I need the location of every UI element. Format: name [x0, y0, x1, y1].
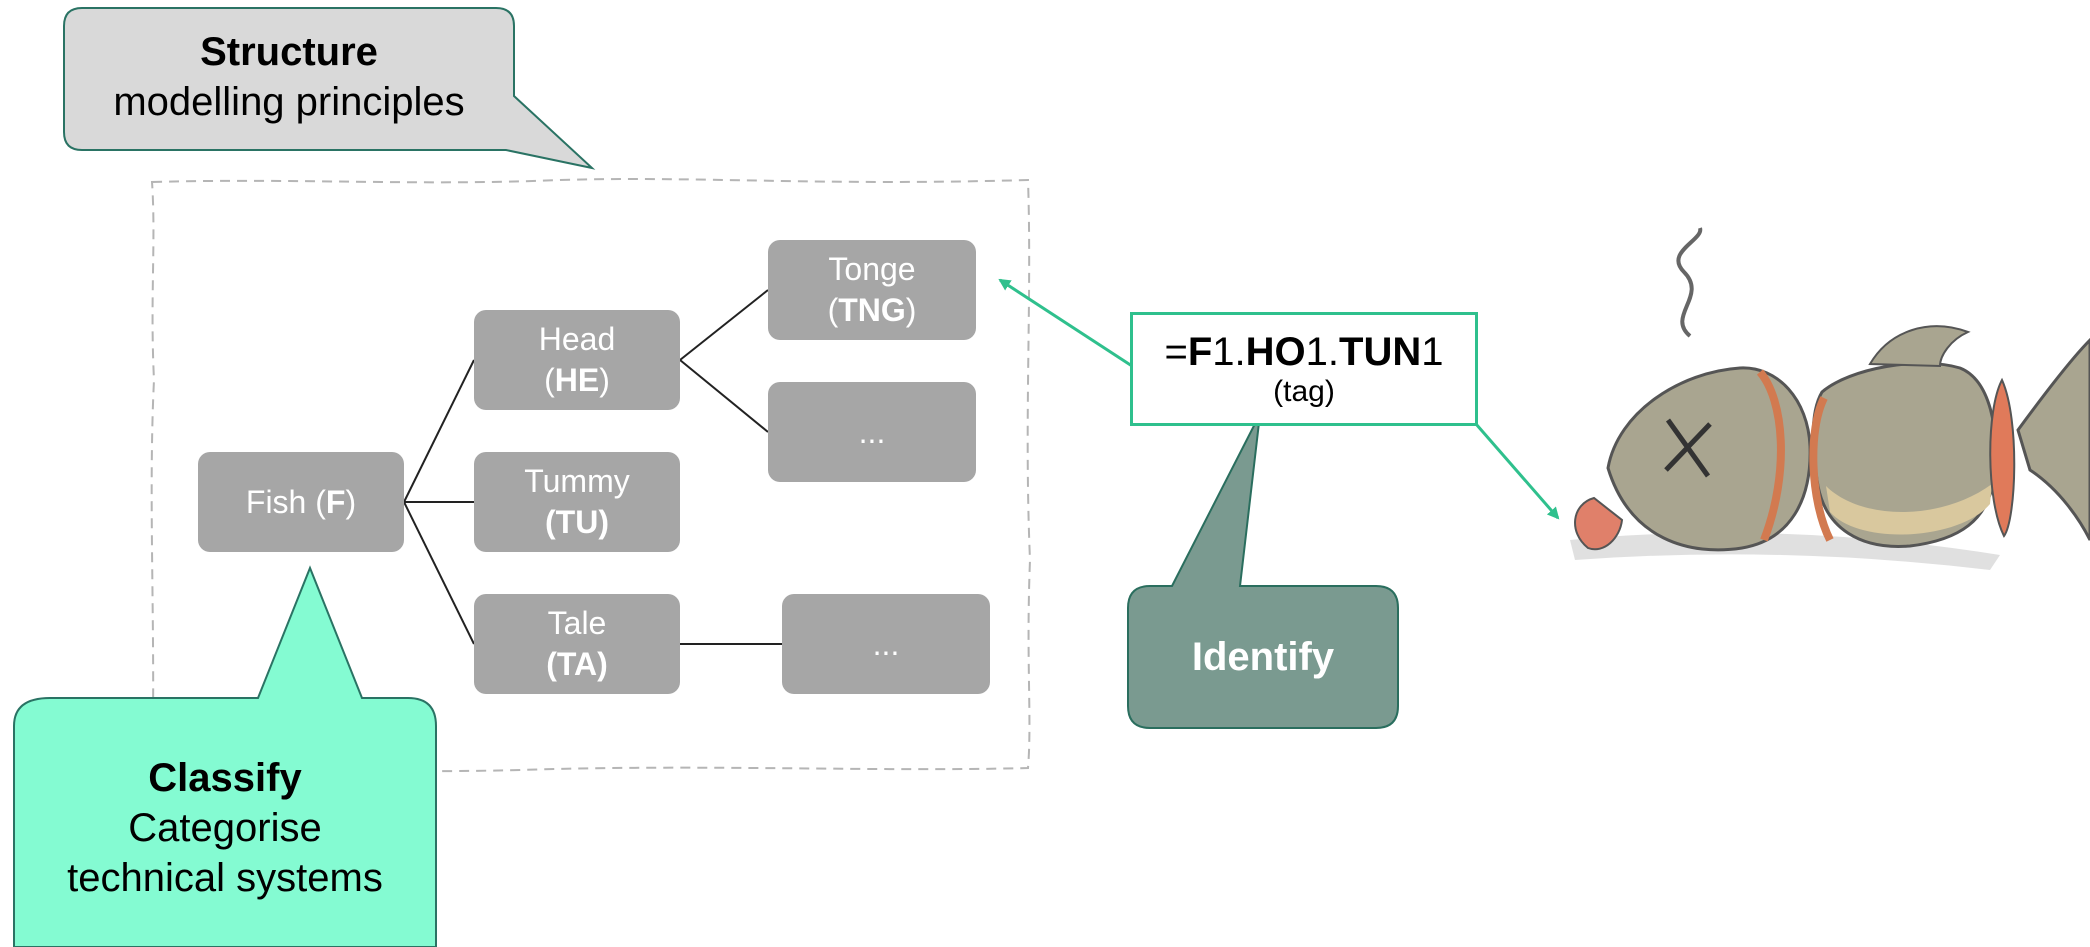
tag-number-1: 1. — [1212, 330, 1246, 374]
structure-callout-shape — [63, 7, 596, 170]
fish-illustration — [1570, 227, 2090, 570]
node-tonge-name: Tonge — [828, 251, 916, 287]
tag-code: =F1.HO1.TUN1 — [1165, 329, 1444, 375]
tag-label: (tag) — [1273, 375, 1335, 408]
node-fish-close: ) — [345, 483, 357, 520]
classify-line1: Categorise — [128, 806, 322, 850]
node-tonge: Tonge (TNG) — [768, 240, 976, 340]
node-tale-name: Tale — [547, 605, 607, 641]
classify-callout-shape — [13, 565, 437, 947]
classify-line2: technical systems — [67, 856, 383, 900]
node-tummy-code: (TU) — [545, 504, 609, 540]
node-head: Head (HE) — [474, 310, 680, 410]
tag-prefix-2: HO — [1245, 330, 1306, 374]
node-head-more: ... — [768, 382, 976, 482]
node-tale-more-label: ... — [872, 625, 900, 662]
node-tonge-code: TNG — [838, 292, 906, 328]
node-tale: Tale (TA) — [474, 594, 680, 694]
tag-arrow-to-tonge — [998, 278, 1133, 368]
node-tale-more: ... — [782, 594, 990, 694]
identify-callout: Identify — [1128, 586, 1398, 728]
tag-prefix-1: F — [1187, 330, 1213, 374]
tag-eq: = — [1164, 330, 1188, 374]
node-head-open: ( — [544, 362, 555, 398]
identify-title: Identify — [1191, 635, 1335, 679]
node-head-name: Head — [538, 321, 616, 357]
tree-connectors — [403, 289, 782, 645]
node-tonge-close: ) — [905, 292, 917, 328]
node-fish-name: Fish ( — [245, 483, 326, 520]
node-head-close: ) — [599, 362, 610, 398]
tag-number-2: 1. — [1305, 330, 1340, 374]
tag-number-3: 1 — [1421, 330, 1444, 374]
tag-box: =F1.HO1.TUN1 (tag) — [1130, 312, 1478, 426]
structure-callout: Structure modelling principles — [64, 22, 514, 132]
structure-subtitle: modelling principles — [113, 80, 465, 124]
node-tale-code: (TA) — [546, 646, 608, 682]
classify-title: Classify — [148, 756, 302, 800]
structure-title: Structure — [200, 30, 378, 74]
identify-callout-shape — [1127, 413, 1399, 729]
node-fish: Fish (F) — [198, 452, 404, 552]
tag-prefix-3: TUN — [1339, 330, 1422, 374]
node-tonge-open: ( — [827, 292, 839, 328]
node-tummy: Tummy (TU) — [474, 452, 680, 552]
node-head-code: HE — [554, 362, 600, 398]
classify-callout: Classify Categorise technical systems — [14, 748, 436, 908]
node-head-more-label: ... — [858, 413, 886, 450]
node-fish-code: F — [325, 483, 346, 520]
tag-arrow-to-fish — [1474, 423, 1560, 520]
node-tummy-name: Tummy — [524, 463, 630, 499]
structure-frame — [150, 178, 1032, 774]
